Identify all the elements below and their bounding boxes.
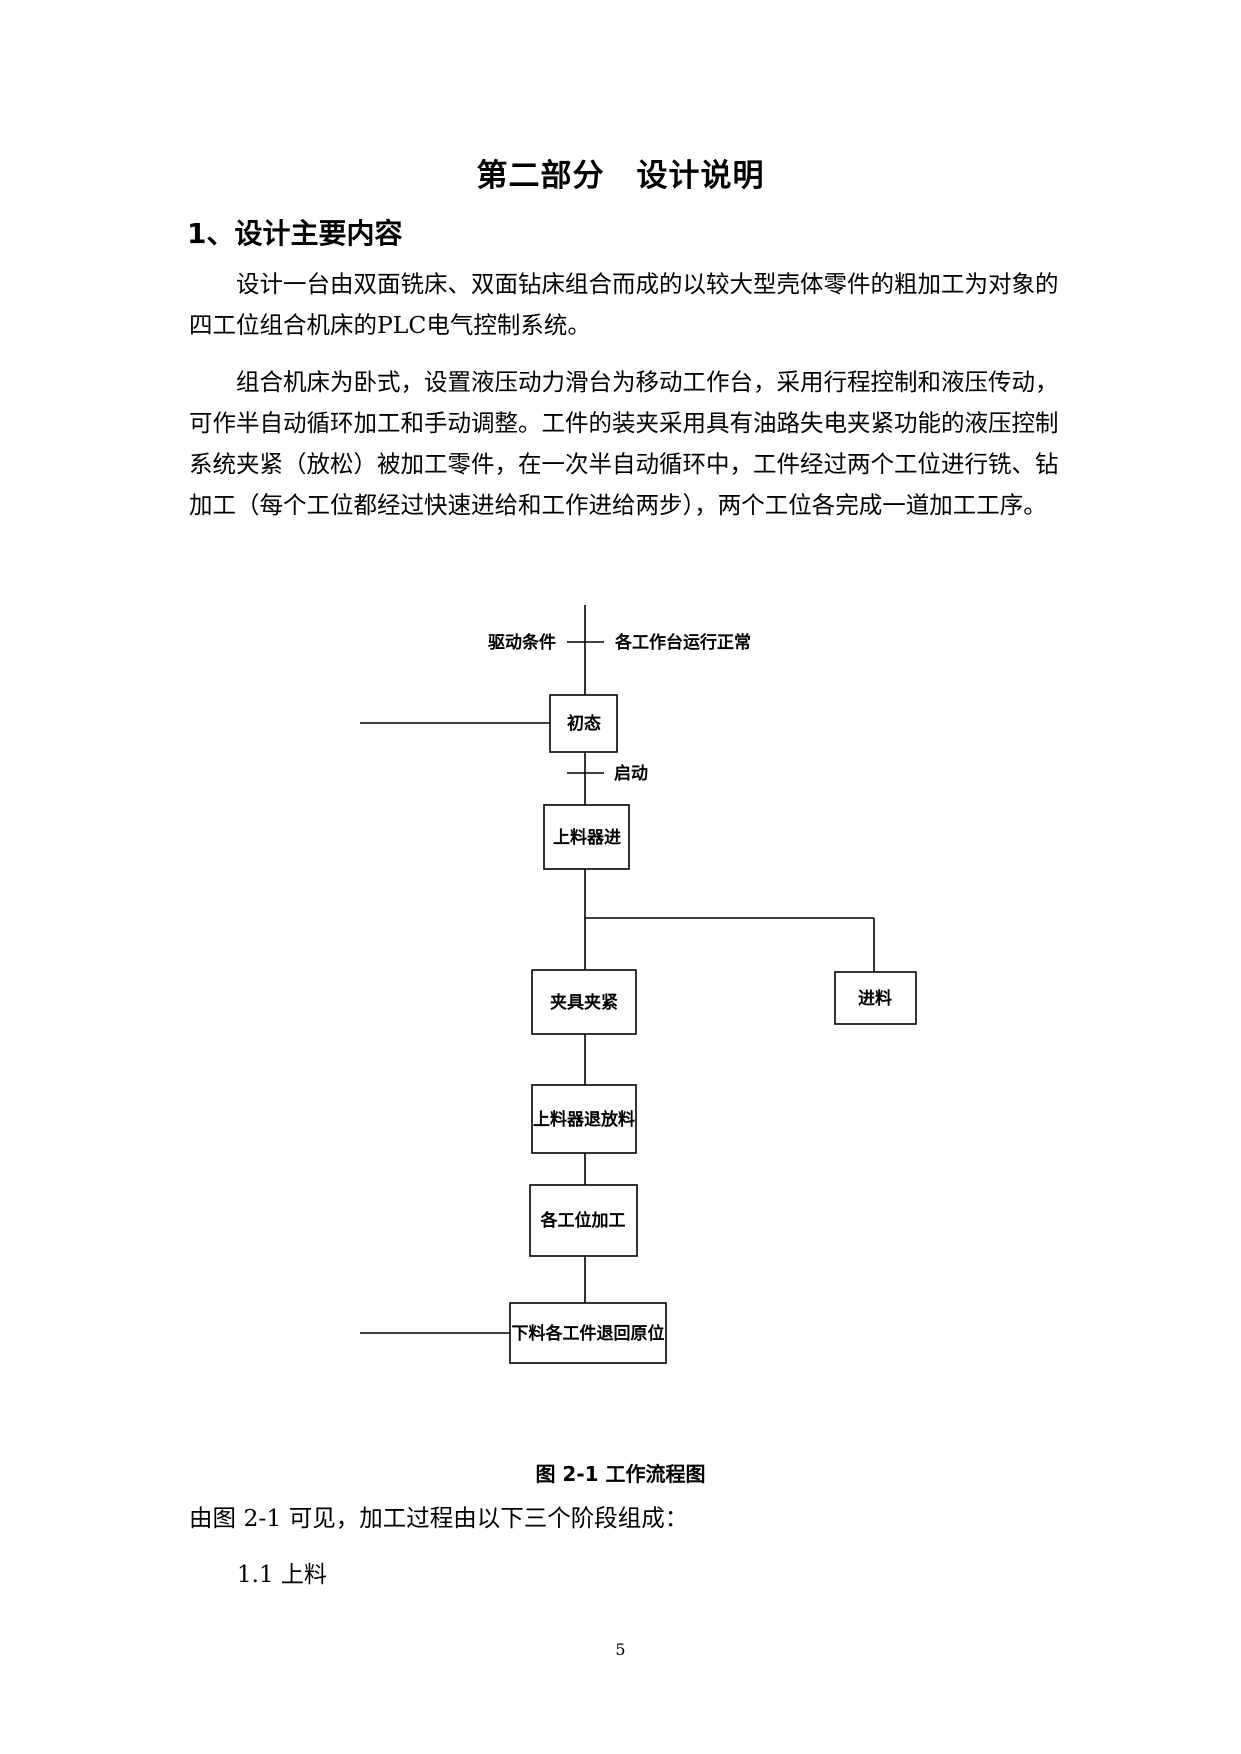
condition-right-label: 各工作台运行正常	[614, 632, 751, 653]
paragraph-machine-description: 组合机床为卧式，设置液压动力滑台为移动工作台，采用行程控制和液压传动，可作半自动…	[189, 368, 1059, 519]
step-label-clamp: 夹具夹紧	[550, 992, 618, 1013]
subsection-heading: 1.1 上料	[237, 1562, 327, 1588]
step-box-loader-retract	[531, 1084, 637, 1154]
step-label-feed: 进料	[858, 988, 892, 1009]
step-label-unload-return: 下料各工件退回原位	[512, 1323, 665, 1344]
step-label-loader-advance: 上料器进	[553, 827, 621, 848]
step-box-feed	[834, 971, 917, 1025]
section-heading: 1、设计主要内容	[187, 217, 403, 250]
paragraph-after-figure: 由图 2-1 可见，加工过程由以下三个阶段组成：	[189, 1504, 689, 1532]
step-label-initial: 初态	[567, 713, 601, 734]
step-label-loader-retract: 上料器退放料	[533, 1109, 635, 1130]
figure-caption: 图 2-1 工作流程图	[535, 1462, 706, 1486]
workflow-diagram: 驱动条件 各工作台运行正常 启动 初态 上料器进 进料 夹具夹紧 上料器退放料 …	[360, 605, 940, 1430]
step-box-machining	[529, 1184, 638, 1257]
page-number: 5	[615, 1640, 626, 1659]
start-label: 启动	[614, 763, 648, 784]
step-box-loader-advance	[543, 804, 630, 870]
condition-left-label: 驱动条件	[488, 632, 556, 653]
page-title: 第二部分 设计说明	[476, 158, 765, 194]
step-label-machining: 各工位加工	[540, 1210, 626, 1231]
step-box-clamp	[531, 969, 637, 1035]
paragraph-design-overview: 设计一台由双面铣床、双面钻床组合而成的以较大型壳体零件的粗加工为对象的四工位组合…	[189, 270, 1059, 339]
